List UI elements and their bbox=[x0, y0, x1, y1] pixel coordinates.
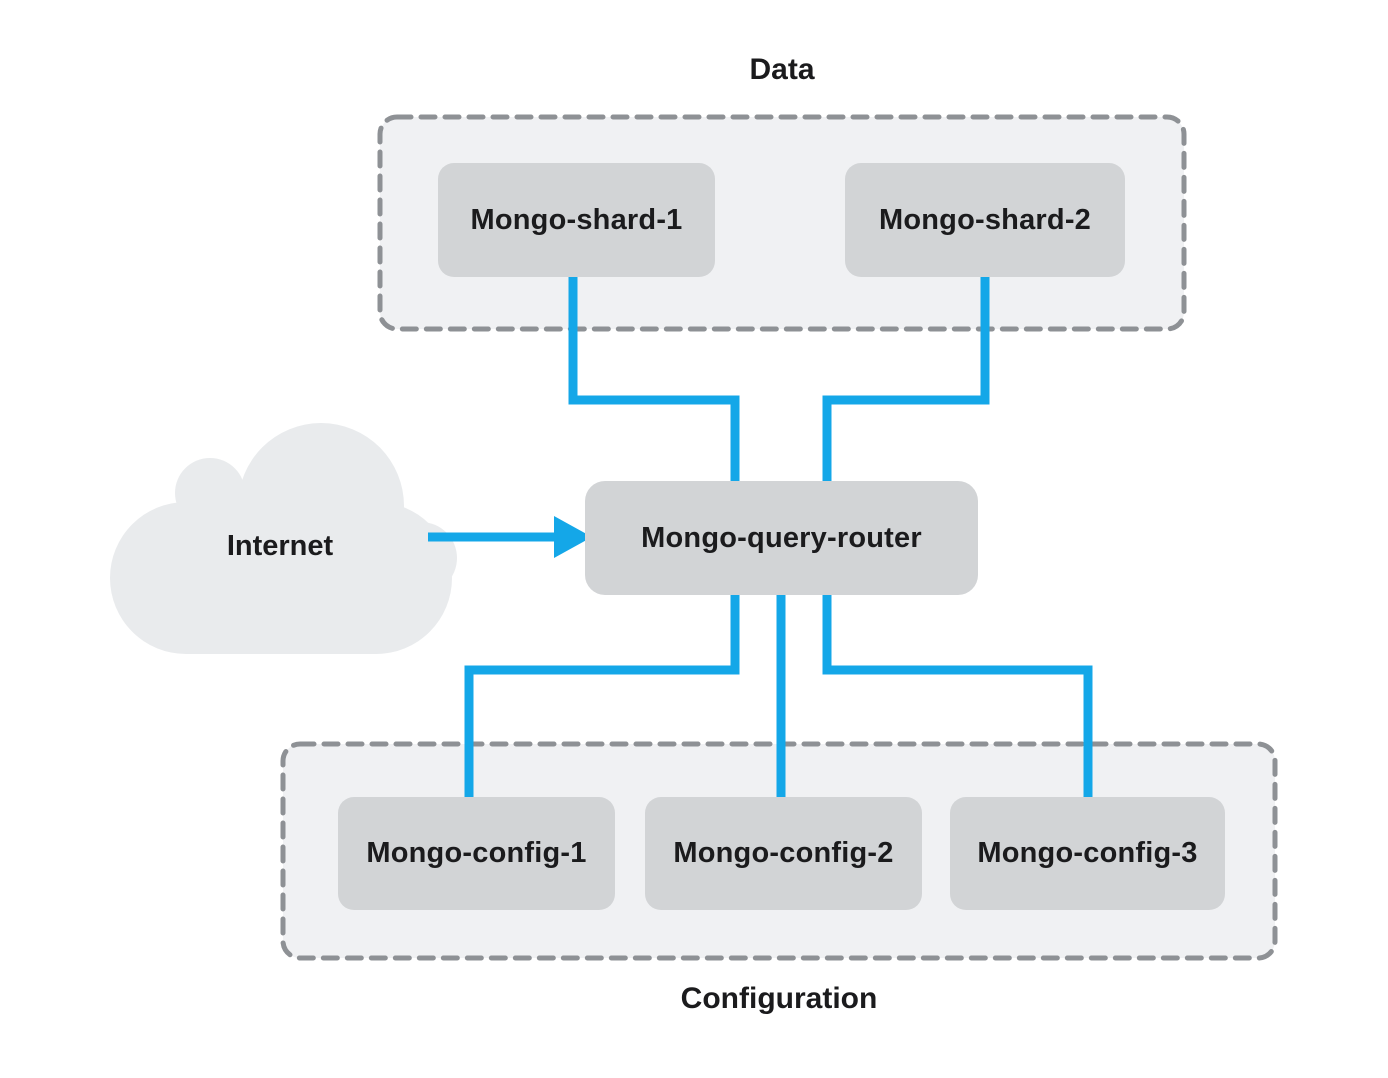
node-label: Mongo-shard-2 bbox=[878, 203, 1092, 236]
node-label: Mongo-config-1 bbox=[366, 837, 587, 869]
cloud-icon bbox=[110, 423, 457, 654]
connector-shard1-router bbox=[568, 276, 740, 483]
node-mongo-shard-1: Mongo-shard-1 bbox=[438, 163, 715, 277]
internet-arrowhead-icon bbox=[554, 516, 592, 558]
node-mongo-config-1: Mongo-config-1 bbox=[338, 797, 615, 910]
node-mongo-shard-2: Mongo-shard-2 bbox=[845, 163, 1125, 277]
node-label: Mongo-config-3 bbox=[977, 837, 1198, 869]
connector-shard2-router bbox=[822, 276, 990, 483]
node-label: Mongo-query-router bbox=[641, 521, 922, 554]
connector-router-config3 bbox=[822, 593, 1093, 799]
internet-cloud-label: Internet bbox=[226, 530, 334, 562]
node-mongo-config-3: Mongo-config-3 bbox=[950, 797, 1225, 910]
configuration-zone-label: Configuration bbox=[680, 982, 878, 1015]
node-mongo-config-2: Mongo-config-2 bbox=[645, 797, 922, 910]
data-zone-label: Data bbox=[749, 53, 815, 86]
node-mongo-query-router: Mongo-query-router bbox=[585, 481, 978, 595]
node-label: Mongo-config-2 bbox=[673, 837, 894, 869]
cloud-base bbox=[110, 502, 452, 654]
node-label: Mongo-shard-1 bbox=[470, 203, 683, 236]
connector-router-config1 bbox=[464, 593, 740, 799]
